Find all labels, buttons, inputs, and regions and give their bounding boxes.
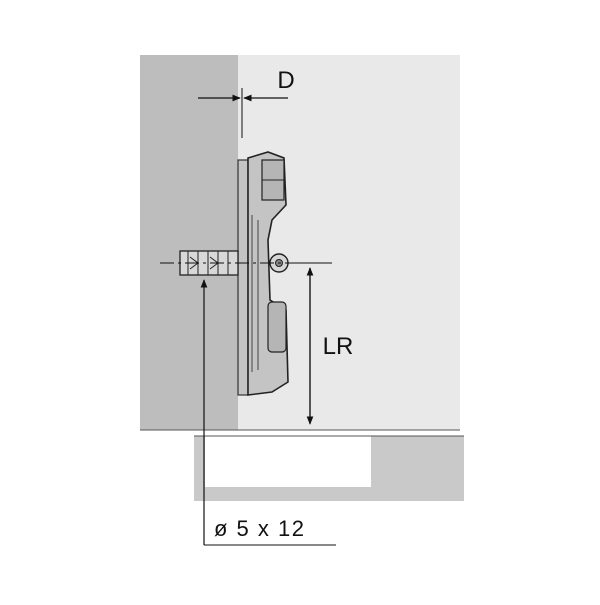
depth-label: D	[277, 67, 294, 94]
mounting-plate-back	[237, 159, 249, 396]
dowel-spec-label: ø 5 x 12	[214, 516, 305, 541]
mounting-plate-body	[247, 151, 289, 396]
depth-dimension	[198, 88, 288, 138]
lr-label: LR	[323, 333, 354, 360]
cabinet-side-panel	[140, 55, 238, 430]
dowel-leader-line	[200, 279, 336, 546]
lower-panel	[194, 435, 464, 501]
lr-dimension	[298, 262, 332, 425]
